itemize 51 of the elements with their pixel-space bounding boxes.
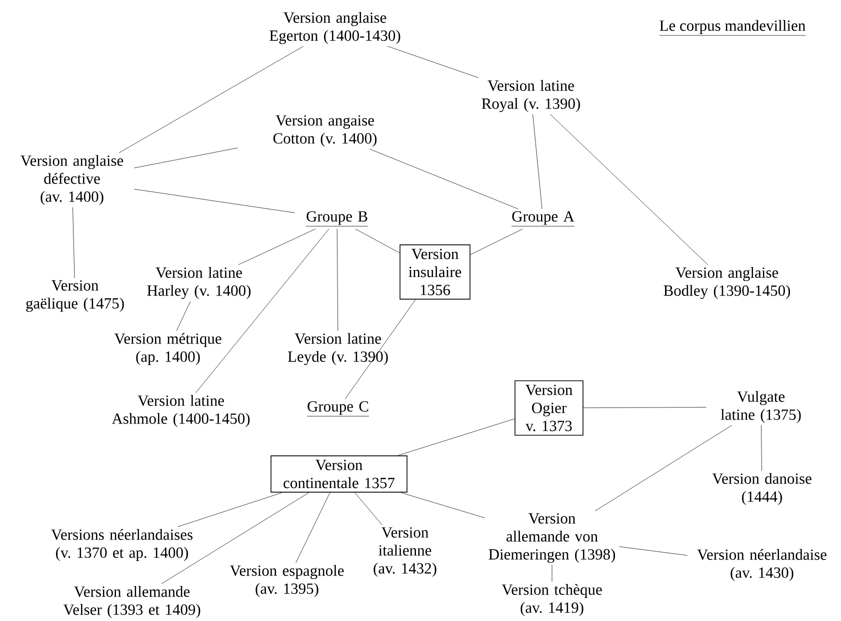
connector-line	[369, 148, 518, 210]
group-label: Groupe C	[306, 401, 370, 416]
version-label: Version latine Ashmole (1400-1450)	[112, 394, 250, 428]
group-label: Groupe A	[511, 211, 575, 226]
connector-line	[176, 301, 191, 331]
version-label: Versions néerlandaises (v. 1370 et ap. 1400)	[51, 528, 192, 562]
connector-line	[355, 228, 400, 254]
connector-line	[178, 492, 282, 527]
connector-line	[134, 188, 295, 213]
connector-line	[72, 207, 75, 278]
title: Le corpus mandevillien	[659, 20, 806, 36]
version-label: Version angaise Cotton (v. 1400)	[273, 115, 377, 147]
version-box: Version insulaire 1356	[400, 244, 470, 300]
connector-line	[550, 114, 708, 265]
version-label: Version tchèque (av. 1419)	[502, 584, 602, 616]
version-label: Version anglaise Bodley (1390-1450)	[664, 266, 790, 300]
connector-line	[238, 228, 316, 265]
version-box: Version Ogier v. 1373	[514, 380, 584, 436]
version-label: Version anglaise défective (av. 1400)	[20, 154, 124, 206]
version-label: Version latine Leyde (v. 1390)	[288, 332, 388, 366]
version-label: Version néerlandaise (av. 1430)	[697, 548, 826, 582]
connector-line	[296, 492, 330, 563]
connector-line	[134, 148, 238, 168]
version-label: Version espagnole (av. 1395)	[230, 564, 344, 598]
version-label: Version allemande von Diemeringen (1398)	[488, 513, 616, 563]
connector-line	[161, 492, 310, 584]
version-label: Version italienne (av. 1432)	[374, 527, 436, 577]
group-label: Groupe B	[306, 211, 368, 226]
version-box: Version continentale 1357	[270, 455, 408, 493]
connector-line	[398, 418, 515, 456]
version-label: Version métrique (ap. 1400)	[114, 332, 222, 366]
connector-line	[594, 425, 732, 512]
connector-line	[400, 492, 485, 518]
connector-line	[344, 299, 416, 400]
connector-line	[336, 228, 338, 331]
connector-line	[470, 228, 523, 255]
connector-line	[532, 114, 542, 210]
version-label: Version latine Harley (v. 1400)	[147, 266, 251, 300]
version-label: Vulgate latine (1375)	[720, 390, 801, 424]
version-label: Version anglaise Egerton (1400-1430)	[270, 12, 400, 44]
connector-line	[354, 492, 382, 526]
connector-line	[761, 425, 762, 471]
connector-line	[619, 546, 688, 556]
version-label: Version allemande Velser (1393 et 1409)	[63, 586, 200, 618]
connector-line	[583, 407, 706, 408]
version-label: Version gaëlique (1475)	[26, 280, 124, 312]
connector-line	[118, 46, 304, 153]
version-label: Version danoise (1444)	[712, 472, 812, 506]
connector-line	[196, 228, 330, 393]
version-label: Version latine Royal (v. 1390)	[482, 80, 580, 112]
connector-line	[387, 46, 479, 78]
